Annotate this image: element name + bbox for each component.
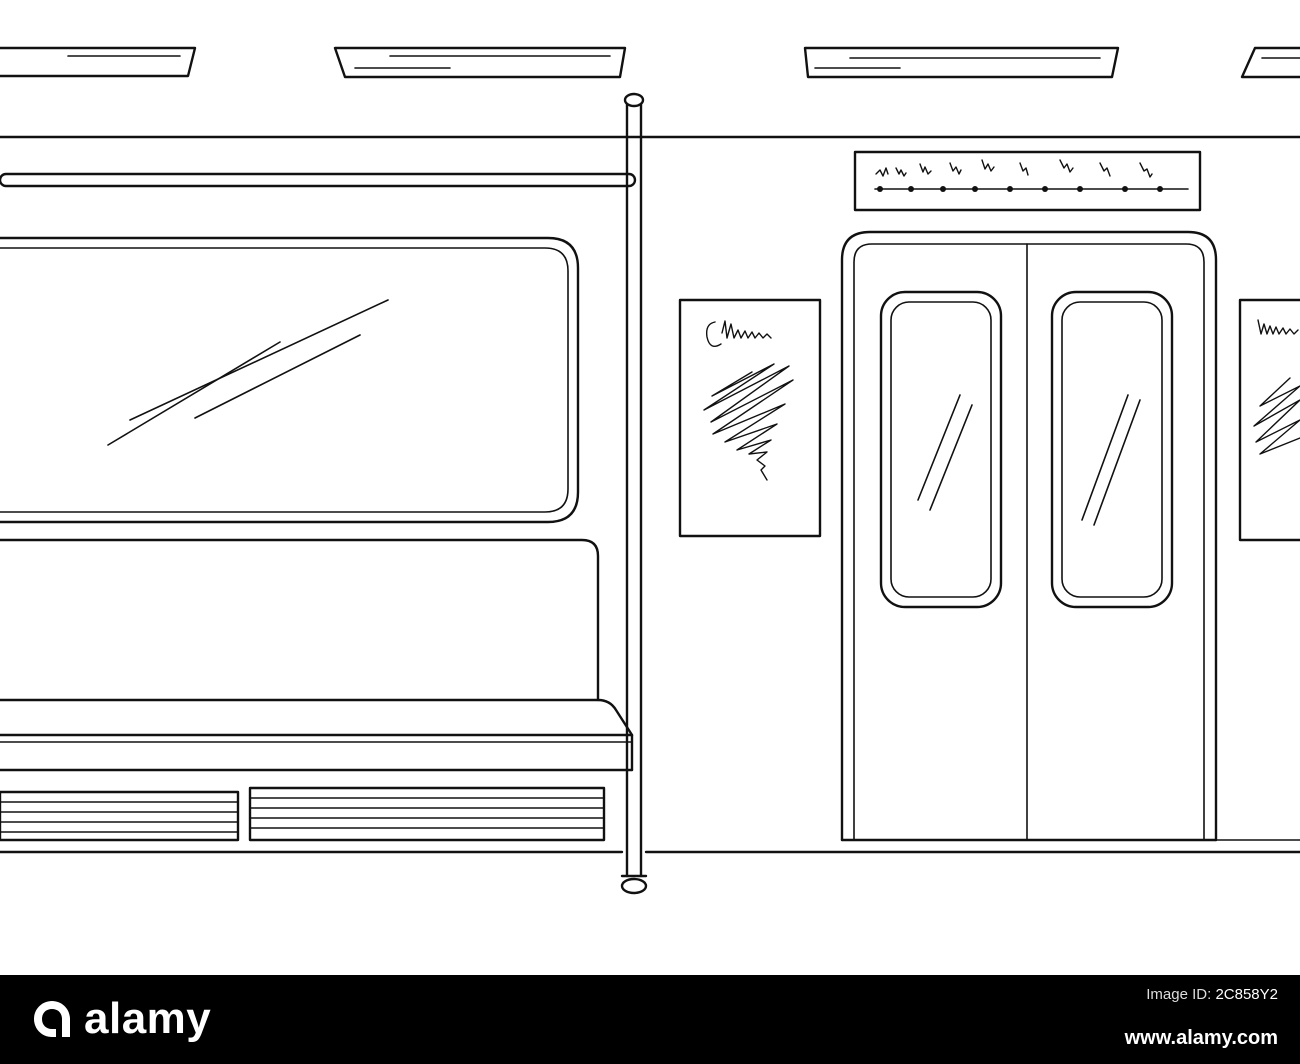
glass-reflection (194, 334, 361, 419)
route-stops (877, 186, 1163, 192)
site-url[interactable]: www.alamy.com (1124, 1027, 1278, 1049)
poster-left (678, 298, 822, 538)
station-names (875, 159, 1153, 178)
ceiling-light (803, 46, 1120, 79)
vent-left (0, 790, 240, 842)
glass-reflection (107, 341, 281, 446)
ceiling-lights (0, 46, 1300, 79)
brand-name: alamy (84, 994, 212, 1043)
brand-logo[interactable]: alamy (30, 989, 211, 1049)
glass-reflection (129, 299, 389, 421)
ceiling-light (0, 46, 197, 78)
alamy-a-icon (34, 1001, 70, 1037)
bench-seat (0, 538, 634, 772)
ceiling-light (1240, 46, 1300, 79)
door-left (879, 290, 1003, 609)
image-id-value: 2C858Y2 (1215, 986, 1278, 1003)
window (0, 236, 580, 524)
route-map (853, 150, 1202, 212)
vent-right (248, 786, 606, 842)
vertical-pole (620, 92, 648, 895)
poster-right (1238, 298, 1300, 542)
grab-rail (0, 172, 637, 188)
subway-drawing (0, 46, 1300, 895)
stock-banner: alamy Image ID: 2C858Y2 www.alamy.com (0, 975, 1300, 1064)
subway-interior-illustration (0, 46, 1300, 895)
door-frame (840, 230, 1218, 842)
heater-vents (0, 786, 606, 842)
door-right (1050, 290, 1174, 609)
image-id: Image ID: 2C858Y2 (1146, 983, 1278, 1007)
ceiling-light (333, 46, 627, 79)
image-id-label: Image ID: (1146, 986, 1212, 1003)
